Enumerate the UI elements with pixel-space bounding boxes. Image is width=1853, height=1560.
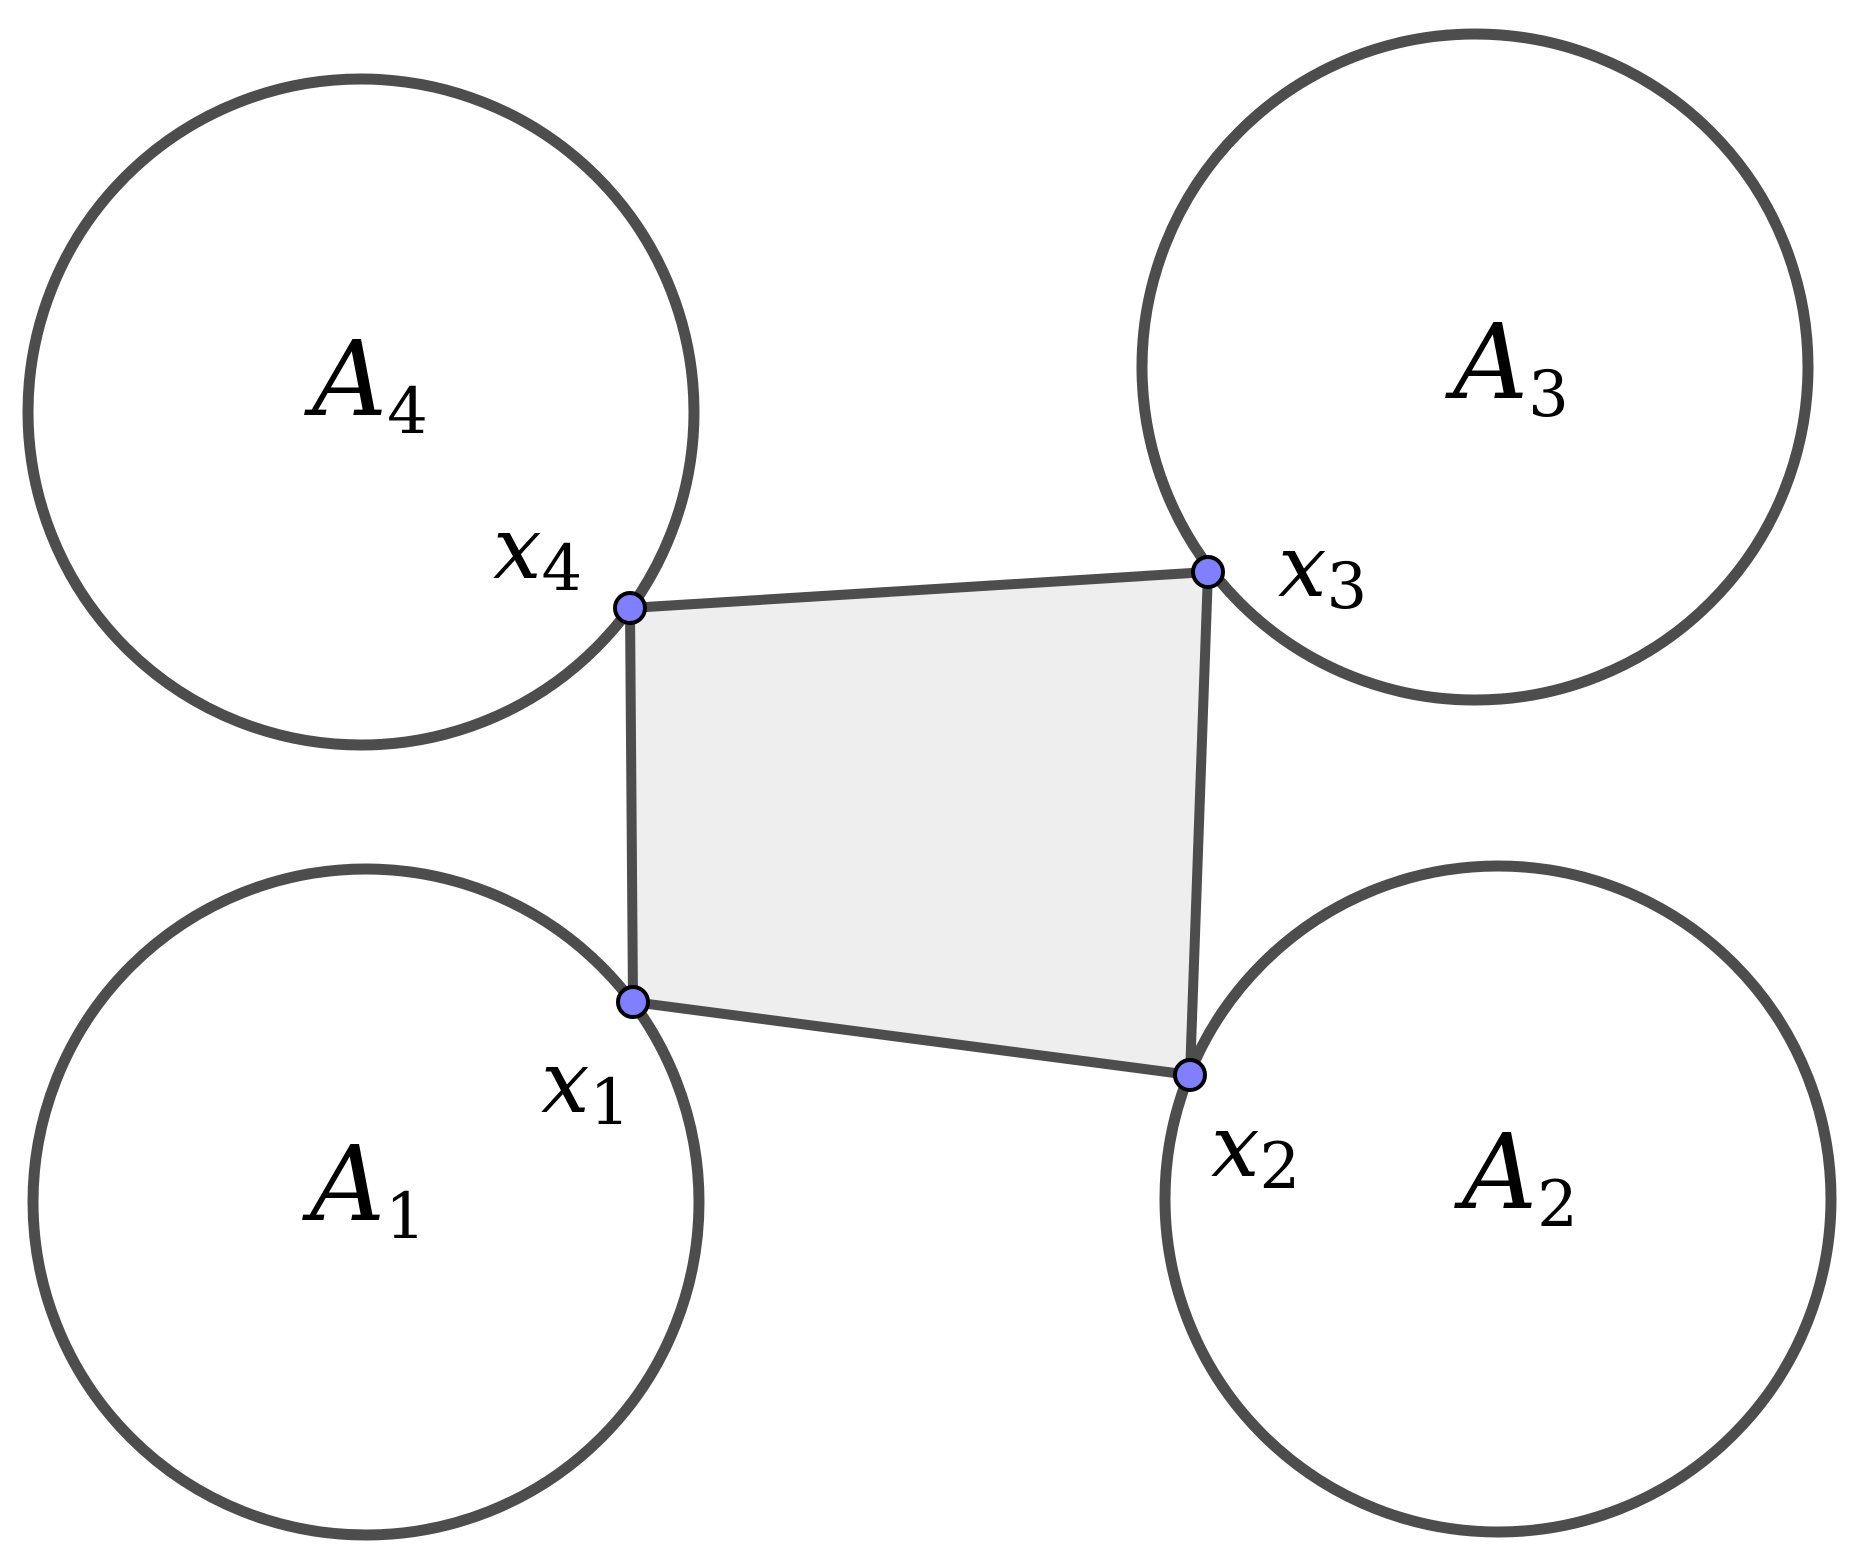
disk-a2 xyxy=(1159,860,1837,1538)
point-x3[interactable] xyxy=(1191,555,1225,589)
label-a4: A4 xyxy=(304,318,428,449)
edge-x1-x2 xyxy=(628,997,1195,1080)
edge-x4-x1 xyxy=(625,603,638,1007)
point-x4[interactable] xyxy=(613,591,647,625)
disk-a3 xyxy=(1136,28,1814,706)
label-x3: x3 xyxy=(1278,517,1367,624)
quadrilateral-fill xyxy=(630,572,1208,1075)
label-x1: x1 xyxy=(541,1033,630,1140)
disk-a1 xyxy=(27,863,705,1541)
disk-a4 xyxy=(22,73,700,751)
point-x1[interactable] xyxy=(616,985,650,1019)
label-a1: A1 xyxy=(302,1123,426,1254)
point-x2[interactable] xyxy=(1173,1058,1207,1092)
label-a2: A2 xyxy=(1454,1111,1578,1242)
edge-x2-x3 xyxy=(1185,567,1213,1080)
label-a3: A3 xyxy=(1445,301,1569,432)
edge-x3-x4 xyxy=(625,567,1213,613)
label-x4: x4 xyxy=(493,499,582,606)
label-x2: x2 xyxy=(1211,1097,1300,1204)
